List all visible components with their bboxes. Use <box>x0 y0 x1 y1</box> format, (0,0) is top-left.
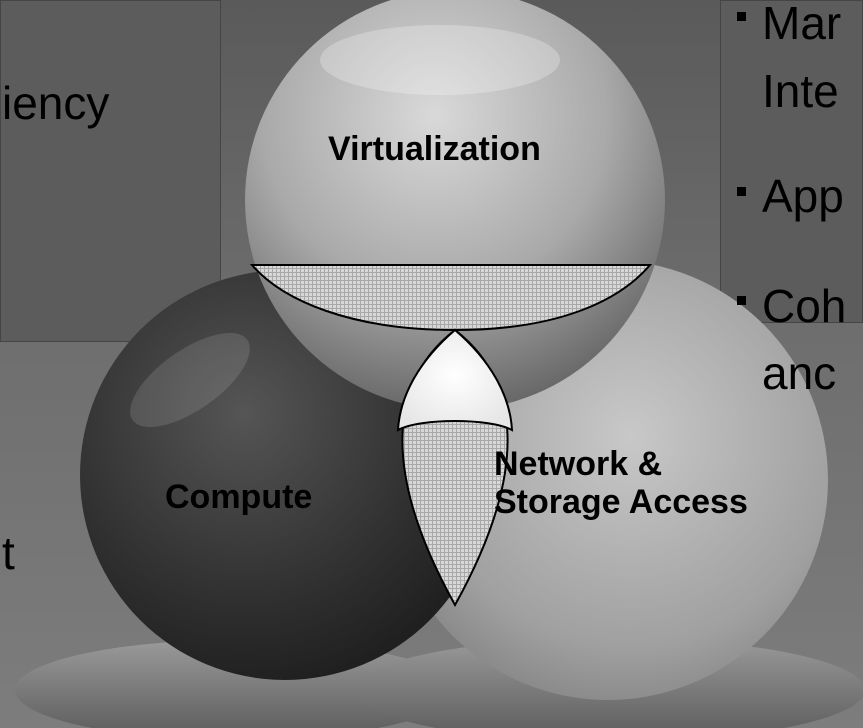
compute-highlight <box>130 332 250 428</box>
bullet-3-marker <box>737 296 746 305</box>
network-label-line-2: Storage Access <box>494 483 748 522</box>
network-storage-label: Network & Storage Access <box>494 445 748 522</box>
virtualization-label: Virtualization <box>328 130 541 168</box>
bullet-3-line-1: Coh <box>762 280 847 332</box>
network-label-line-1: Network & <box>494 445 663 483</box>
left-text-panel <box>0 0 221 342</box>
bullet-2-text: App <box>762 170 844 222</box>
bullet-1-marker <box>737 12 746 21</box>
virtualization-highlight <box>320 25 560 95</box>
compute-label: Compute <box>165 478 313 516</box>
overlap-center <box>396 328 514 432</box>
bullet-3-line-2: anc <box>762 347 837 399</box>
bullet-2-marker <box>737 187 746 196</box>
right-text-panel <box>720 0 863 323</box>
left-text-line-2: t <box>2 527 15 579</box>
bullet-1-line-1: Mar <box>762 0 842 49</box>
bullet-1-line-2: Inte <box>762 65 839 117</box>
left-text-line-1: iency <box>2 77 110 129</box>
